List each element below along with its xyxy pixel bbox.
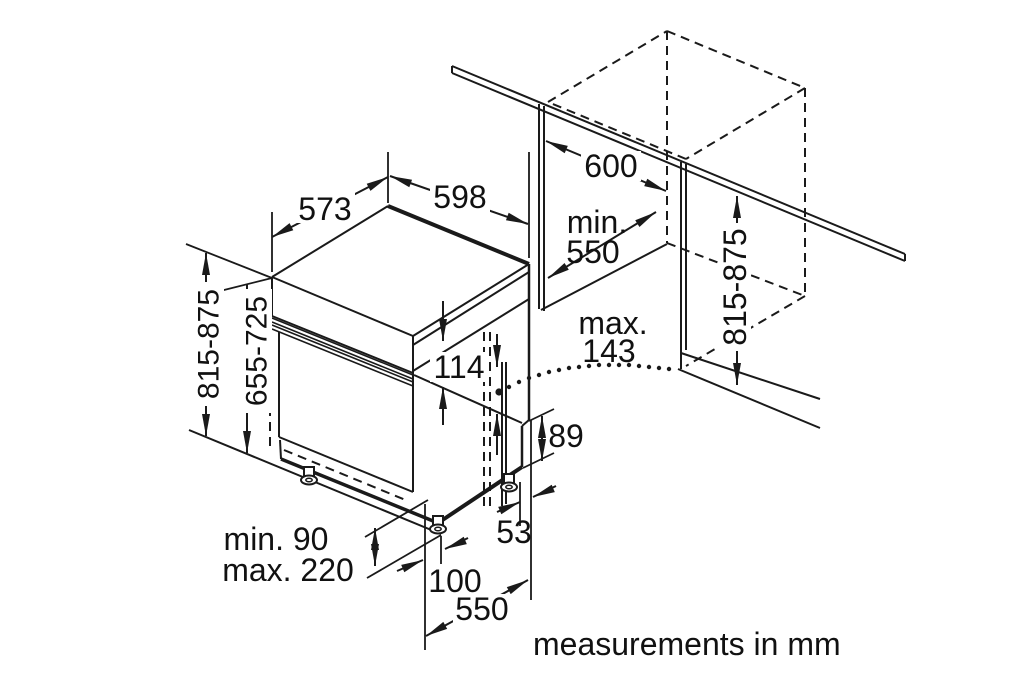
dim-door-panel-height-label: 655-725 — [241, 296, 274, 406]
dim-plinth-max-label: max. 220 — [222, 552, 354, 588]
dim-top-depth-label: 573 — [298, 191, 351, 227]
dim-body-depth-label: 550 — [455, 591, 508, 627]
cord-dotted-curve — [495, 362, 672, 396]
dim-right-height-label: 815-875 — [717, 228, 753, 345]
dim-rear-foot-offset-label: 53 — [496, 514, 532, 550]
dim-left-height-label: 815-875 — [193, 289, 226, 399]
dim-top-width-label: 598 — [433, 179, 486, 215]
dim-niche-width-label: 600 — [584, 148, 637, 184]
dim-plinth-min-label: min. 90 — [224, 521, 329, 557]
dim-fascia-height-label: 114 — [433, 349, 484, 385]
measurements-unit-note: measurements in mm — [533, 626, 841, 662]
dim-cord-length-label-value: 143 — [582, 333, 635, 369]
dimension-labels: 573 598 600 min. 550 815-875 815-875 655… — [193, 148, 841, 662]
appliance-feet — [300, 466, 518, 535]
dim-niche-depth-label-min: min. — [567, 204, 627, 240]
dim-rear-notch-height-label: 89 — [548, 418, 584, 454]
dim-niche-depth-label-value: 550 — [566, 234, 619, 270]
worktop-lines — [451, 65, 906, 262]
dim-foot-inset-label: 100 — [428, 563, 481, 599]
extension-lines — [185, 152, 555, 650]
dim-cord-length-label-max: max. — [578, 305, 647, 341]
